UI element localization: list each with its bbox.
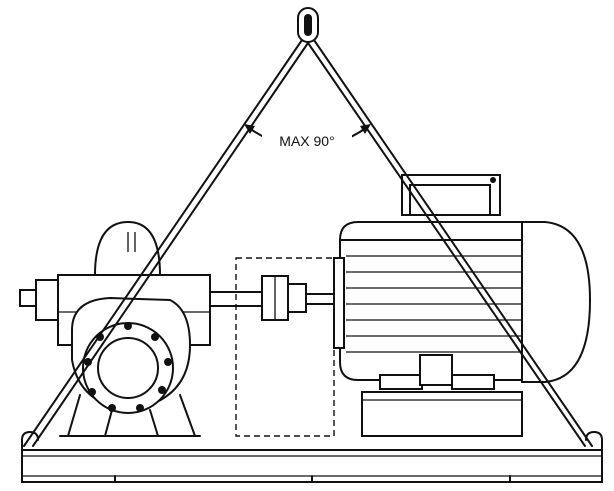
max-angle-label: MAX 90°	[279, 133, 334, 149]
angle-annotation: MAX 90°	[244, 124, 371, 150]
coupling-guard	[235, 257, 335, 437]
motor	[333, 174, 592, 390]
lifting-eye	[297, 7, 319, 43]
lifting-slings	[23, 39, 593, 447]
motor-plinth	[361, 391, 523, 437]
left-hook	[21, 431, 39, 453]
base-frame	[21, 449, 603, 483]
right-hook	[585, 431, 603, 453]
pump	[19, 221, 271, 437]
coupling	[261, 275, 337, 321]
